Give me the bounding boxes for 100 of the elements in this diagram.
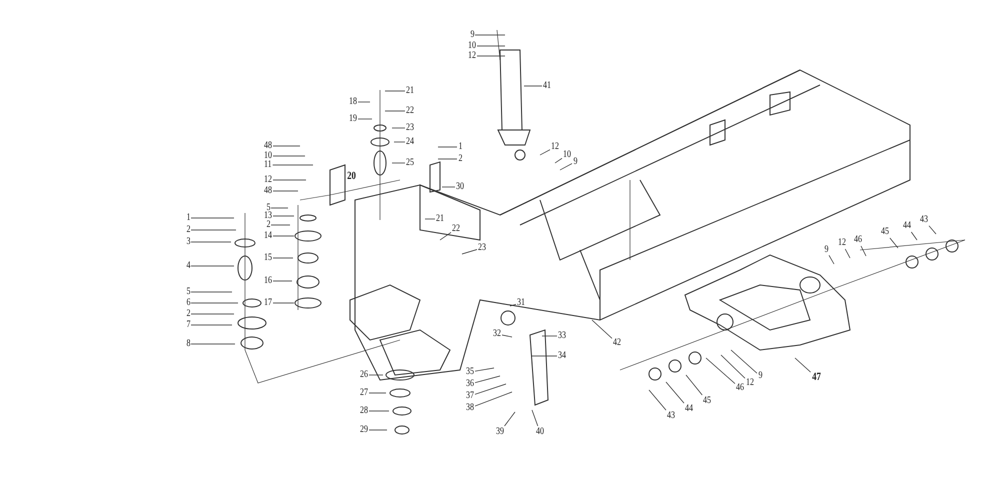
leader-line [860, 246, 866, 256]
leader-line [504, 412, 516, 426]
leader-line [272, 190, 298, 192]
callout-number: 22 [406, 106, 414, 116]
leader-line [510, 304, 516, 306]
callout-number: 14 [264, 231, 272, 241]
callout-number: 7 [186, 320, 190, 330]
leader-line [190, 302, 238, 304]
callout-number: 10 [264, 151, 272, 161]
callout-number: 1 [458, 142, 462, 152]
leader-line [794, 358, 811, 372]
callout-number: 23 [478, 243, 486, 253]
callout-number: 29 [360, 425, 368, 435]
callout-number: 10 [468, 41, 476, 51]
callout-number: 48 [264, 141, 272, 151]
leader-line [392, 162, 406, 164]
callout-number: 6 [186, 298, 190, 308]
callout-number: 43 [667, 411, 675, 421]
callout-number: 19 [349, 114, 357, 124]
callout-number: 21 [406, 86, 414, 96]
leader-line [474, 34, 506, 36]
callout-number: 27 [360, 388, 368, 398]
callout-number: 9 [824, 245, 828, 255]
leader-line [368, 410, 390, 412]
callout-number: 22 [452, 224, 460, 234]
leader-line [442, 186, 456, 188]
callout-number: 12 [468, 51, 476, 61]
callout-number: 46 [736, 383, 744, 393]
callout-number: 11 [264, 160, 272, 170]
callout-number: 23 [406, 123, 414, 133]
callout-number: 38 [466, 403, 474, 413]
leader-line [384, 110, 406, 112]
callout-number: 41 [543, 81, 551, 91]
callout-number: 40 [536, 427, 544, 437]
callout-number: 37 [466, 391, 474, 401]
callout-number: 12 [551, 142, 559, 152]
leader-line [532, 410, 538, 426]
callout-number: 45 [703, 396, 711, 406]
callout-number: 39 [496, 427, 504, 437]
callout-number: 42 [613, 338, 621, 348]
leader-line [890, 238, 898, 248]
callout-number: 12 [746, 378, 754, 388]
callout-number: 20 [346, 171, 356, 181]
leader-line [190, 324, 232, 326]
leader-line [928, 225, 936, 234]
leader-line [828, 254, 834, 264]
callout-number: 18 [349, 97, 357, 107]
leader-line [474, 376, 500, 384]
callout-number: 5 [186, 287, 190, 297]
callout-number: 47 [812, 372, 820, 382]
leader-line [474, 368, 494, 372]
callout-number: 2 [186, 225, 190, 235]
callout-number: 3 [186, 237, 190, 247]
leader-line [844, 248, 850, 258]
leader-line [358, 118, 372, 120]
callout-number: 12 [838, 238, 846, 248]
callout-number: 24 [406, 137, 414, 147]
callout-number: 43 [920, 215, 928, 225]
callout-number: 33 [558, 331, 566, 341]
callout-number: 31 [517, 298, 525, 308]
leader-line [270, 224, 290, 226]
leader-line [272, 164, 314, 166]
callout-number: 44 [903, 221, 911, 231]
callout-number: 46 [854, 235, 862, 245]
callout-number: 48 [264, 186, 272, 196]
callout-number: 2 [186, 309, 190, 319]
callout-number: 44 [685, 404, 693, 414]
leader-line [706, 358, 736, 384]
leader-line [720, 354, 746, 379]
leader-line [440, 232, 452, 240]
callout-number: 32 [493, 329, 501, 339]
callout-number: 30 [456, 182, 464, 192]
leader-line [368, 374, 384, 376]
leader-line [502, 334, 512, 338]
callout-number: 36 [466, 379, 474, 389]
callout-number: 8 [186, 339, 190, 349]
leader-line [272, 280, 292, 282]
callout-number: 17 [264, 298, 272, 308]
callout-number: 28 [360, 406, 368, 416]
callout-number: 16 [264, 276, 272, 286]
leader-line [272, 302, 294, 304]
callout-number: 9 [758, 371, 762, 381]
callout-number: 12 [264, 175, 272, 185]
leader-line [438, 158, 458, 160]
callout-number: 4 [186, 261, 190, 271]
leader-line [666, 382, 684, 404]
leader-line [730, 350, 758, 374]
callout-number: 15 [264, 253, 272, 263]
callout-number: 45 [881, 227, 889, 237]
callout-number: 5 [266, 203, 270, 213]
leader-line [648, 390, 666, 410]
callout-number: 2 [458, 154, 462, 164]
leader-line [424, 218, 436, 220]
callout-number: 2 [266, 220, 270, 230]
leader-line [686, 374, 703, 396]
leader-line [474, 384, 506, 395]
leader-line [384, 90, 406, 92]
leader-line [438, 146, 458, 148]
callout-number: 10 [563, 150, 571, 160]
callout-number: 35 [466, 367, 474, 377]
